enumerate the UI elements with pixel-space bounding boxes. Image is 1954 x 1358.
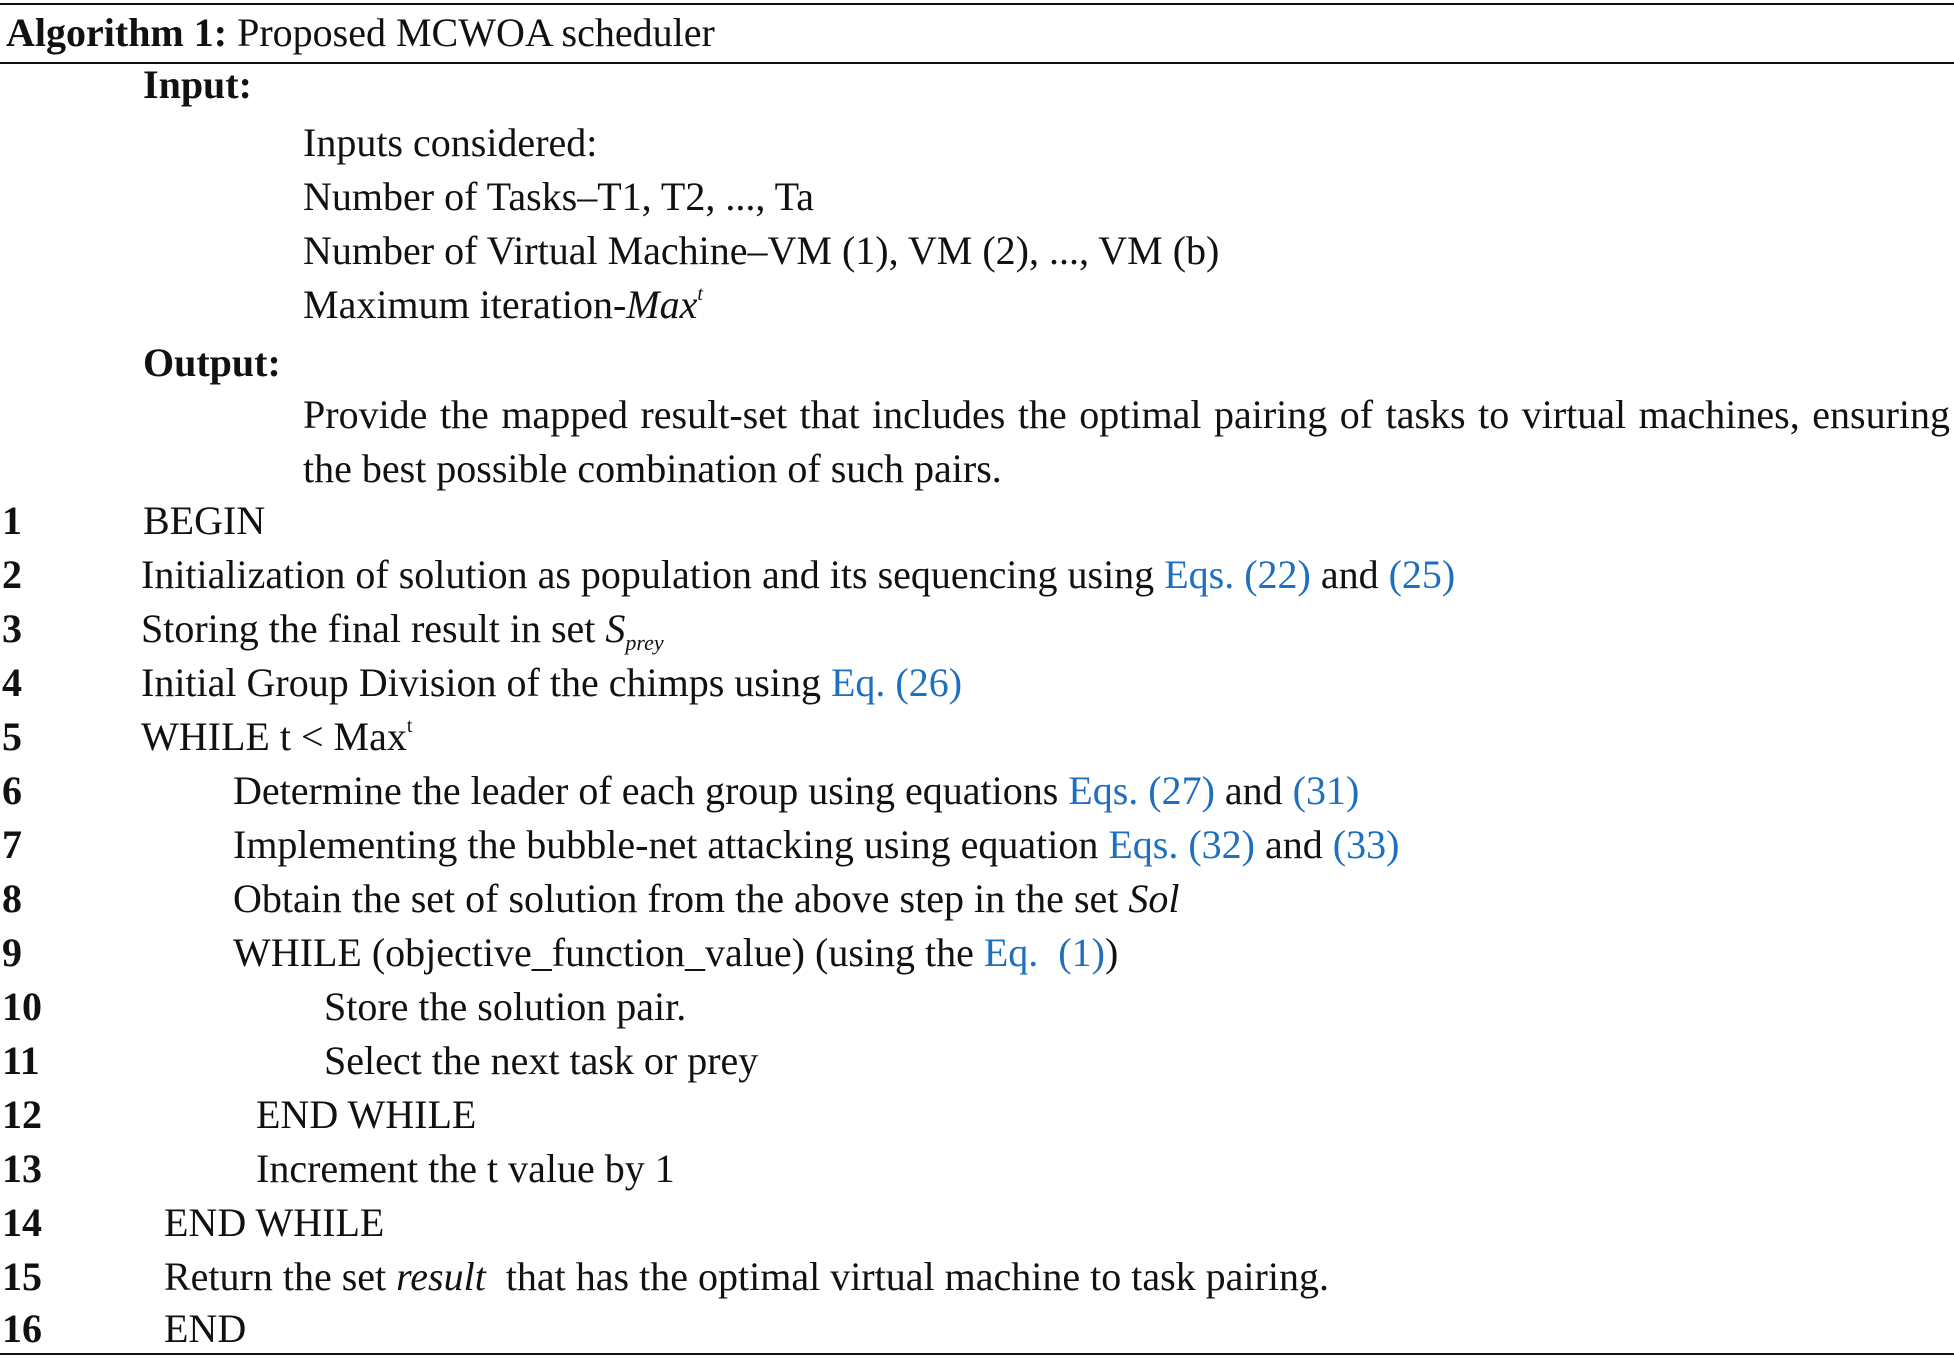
- line-number: 7: [2, 822, 22, 867]
- line-number: 5: [2, 714, 22, 759]
- step-8-text: Obtain the set of solution from the abov…: [233, 876, 1129, 921]
- s-prey-symbol: S: [605, 606, 626, 651]
- step-6: Determine the leader of each group using…: [233, 766, 1359, 816]
- caption-rule: [0, 62, 1954, 64]
- eq-27-link[interactable]: Eqs. (27): [1068, 768, 1215, 813]
- step-6-text: Determine the leader of each group using…: [233, 768, 1069, 813]
- max-iteration-label: Maximum iteration-: [303, 282, 627, 327]
- step-13: Increment the t value by 1: [256, 1146, 675, 1191]
- and-text: and: [1214, 768, 1293, 813]
- input-line-3: Number of Virtual Machine–VM (1), VM (2)…: [303, 228, 1220, 273]
- step-4-text: Initial Group Division of the chimps usi…: [141, 660, 831, 705]
- input-heading: Input:: [143, 62, 252, 107]
- eq-31-link[interactable]: (31): [1292, 768, 1360, 813]
- step-9: WHILE (objective_function_value) (using …: [233, 928, 1118, 978]
- bottom-rule: [0, 1353, 1954, 1355]
- eq-1-link[interactable]: Eq. (1): [983, 930, 1105, 975]
- line-number: 15: [2, 1254, 42, 1299]
- step-15-text: Return the set: [164, 1254, 397, 1299]
- step-10: Store the solution pair.: [324, 984, 687, 1029]
- eq-25-link[interactable]: (25): [1388, 552, 1456, 597]
- algorithm-label: Algorithm 1:: [6, 10, 228, 55]
- and-text: and: [1254, 822, 1333, 867]
- line-number: 6: [2, 768, 22, 813]
- output-text: Provide the mapped result-set that inclu…: [303, 392, 1950, 491]
- eq-26-link[interactable]: Eq. (26): [830, 660, 963, 705]
- line-number: 12: [2, 1092, 42, 1137]
- step-4: Initial Group Division of the chimps usi…: [141, 658, 962, 708]
- line-number: 2: [2, 552, 22, 597]
- max-superscript: t: [697, 283, 703, 305]
- and-text: and: [1310, 552, 1389, 597]
- line-number: 1: [2, 498, 22, 543]
- step-5: WHILE t < Maxt: [141, 712, 412, 762]
- eq-32-link[interactable]: Eqs. (32): [1108, 822, 1255, 867]
- step-3-text: Storing the final result in set: [141, 606, 606, 651]
- output-heading: Output:: [143, 340, 281, 385]
- line-number: 14: [2, 1200, 42, 1245]
- step-end: END: [164, 1306, 247, 1351]
- step-11: Select the next task or prey: [324, 1038, 759, 1083]
- step-2: Initialization of solution as population…: [141, 550, 1455, 600]
- line-number: 13: [2, 1146, 42, 1191]
- t-superscript: t: [406, 715, 413, 737]
- line-number: 8: [2, 876, 22, 921]
- step-7: Implementing the bubble-net attacking us…: [233, 820, 1399, 870]
- result-symbol: result: [396, 1254, 486, 1299]
- sol-symbol: Sol: [1128, 876, 1180, 921]
- step-12: END WHILE: [256, 1092, 477, 1137]
- eq-22-link[interactable]: Eqs. (22): [1164, 552, 1311, 597]
- input-line-1: Inputs considered:: [303, 120, 598, 165]
- step-14: END WHILE: [164, 1200, 385, 1245]
- max-symbol: Max: [626, 282, 698, 327]
- line-number: 10: [2, 984, 42, 1029]
- line-number: 4: [2, 660, 22, 705]
- step-3: Storing the final result in set Sprey: [141, 604, 664, 654]
- algorithm-caption: Algorithm 1: Proposed MCWOA scheduler: [6, 8, 715, 58]
- step-15: Return the set result that has the optim…: [164, 1252, 1329, 1302]
- step-9-text: WHILE (objective_function_value) (using …: [233, 930, 984, 975]
- input-line-2: Number of Tasks–T1, T2, ..., Ta: [303, 174, 815, 219]
- step-begin: BEGIN: [143, 498, 266, 543]
- line-number: 3: [2, 606, 22, 651]
- top-rule: [0, 3, 1954, 5]
- step-7-text: Implementing the bubble-net attacking us…: [233, 822, 1109, 867]
- algorithm-title: Proposed MCWOA scheduler: [237, 10, 715, 55]
- prey-subscript: prey: [625, 630, 664, 655]
- step-2-text: Initialization of solution as population…: [141, 552, 1165, 597]
- step-15-rest: that has the optimal virtual machine to …: [485, 1254, 1329, 1299]
- line-number: 9: [2, 930, 22, 975]
- line-number: 16: [2, 1306, 42, 1351]
- line-number: 11: [2, 1038, 40, 1083]
- input-line-4: Maximum iteration-Maxt: [303, 280, 703, 330]
- step-5-text: WHILE t < Max: [141, 714, 407, 759]
- step-8: Obtain the set of solution from the abov…: [233, 874, 1180, 924]
- eq-33-link[interactable]: (33): [1332, 822, 1400, 867]
- close-paren: ): [1104, 930, 1119, 975]
